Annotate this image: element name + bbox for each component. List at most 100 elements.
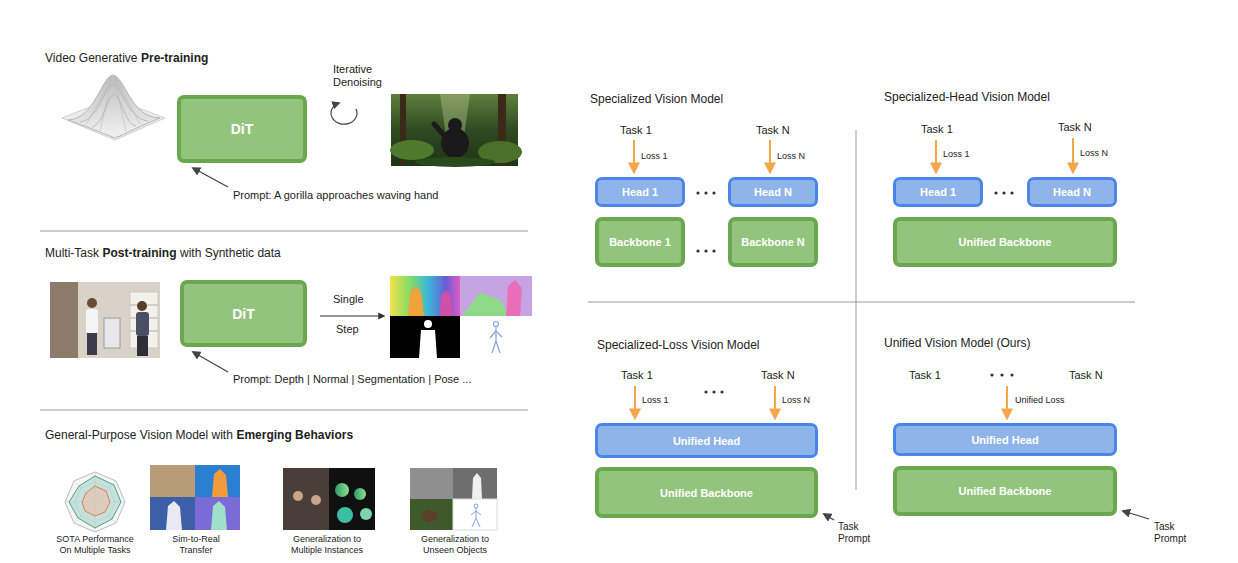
unseen-object-thumbnail-part: [422, 510, 438, 522]
ellipsis-dots-part: [1010, 191, 1013, 194]
sim-to-real-thumbnail-part: [211, 501, 227, 530]
gaussian-surface-part: [92, 94, 136, 127]
output-maps-part: [494, 322, 499, 327]
task-loss-arrow-part: [634, 386, 636, 418]
ellipsis-dots-part: [696, 249, 699, 252]
loss-label: Loss N: [777, 151, 805, 162]
task-loss-arrow-part: [633, 140, 635, 172]
sim-to-real-thumbnail-part: [166, 501, 182, 530]
prompt-text: Prompt: Depth | Normal | Segmentation | …: [233, 373, 471, 386]
task-label: Task 1: [621, 369, 653, 382]
box-label: Unified Head: [673, 435, 740, 447]
single-step-arrow-part: [320, 315, 384, 316]
task-label: Task 1: [909, 369, 941, 382]
loss-label: Loss N: [1080, 148, 1108, 159]
unseen-object-thumbnail-part: [476, 508, 477, 518]
ellipsis-dots-part: [720, 390, 723, 393]
box-label: Backbone 1: [609, 236, 671, 248]
output-maps-part: [506, 280, 522, 316]
output-maps-part: [460, 316, 532, 358]
output-maps-part: [440, 290, 452, 316]
unseen-object-thumbnail-part: [471, 511, 476, 515]
head-box: Head N: [728, 177, 818, 207]
section-heading-bold: Pre-training: [141, 51, 208, 65]
multi-instance-thumbnail-part: [311, 495, 321, 505]
task-loss-arrow-part: [769, 140, 771, 172]
radar-chart-thumbnail-part: [69, 476, 121, 528]
output-maps-part: [390, 276, 460, 316]
backbone-box: Unified Backbone: [595, 467, 818, 518]
sim-to-real-thumbnail: [150, 465, 240, 530]
unseen-object-thumbnail: [410, 468, 497, 530]
dit-model-box: DiT: [180, 280, 307, 347]
radar-chart-thumbnail-part: [65, 472, 125, 532]
multi-instance-thumbnail-part: [335, 483, 349, 497]
box-label: Backbone N: [741, 236, 805, 248]
loss-label: Loss 1: [642, 395, 669, 406]
output-maps-part: [490, 331, 496, 338]
backbone-box: Backbone 1: [595, 217, 685, 267]
multi-instance-thumbnail-part: [354, 488, 366, 500]
radar-chart-thumbnail: [65, 472, 125, 532]
gorilla-video-frame-part: [441, 128, 469, 158]
thumbnail-caption: SOTA Performance On Multiple Tasks: [53, 534, 137, 556]
gaussian-surface: [62, 75, 165, 140]
head-box: Head 1: [595, 177, 685, 207]
output-maps-part: [495, 327, 496, 341]
task-loss-arrow-part: [935, 140, 937, 172]
step-label: Single: [333, 293, 364, 306]
output-maps-part: [390, 316, 460, 358]
quadrant-title: Specialized Vision Model: [590, 92, 723, 106]
section-heading: Multi-Task: [45, 246, 99, 260]
box-label: Unified Backbone: [660, 487, 753, 499]
box-label: Head N: [754, 186, 792, 198]
output-maps-part: [419, 330, 437, 358]
unseen-object-thumbnail-part: [476, 518, 480, 527]
denoising-loop-arrow: [331, 103, 357, 124]
output-maps-part: [496, 331, 502, 337]
sim-to-real-thumbnail-part: [150, 497, 195, 530]
multi-instance-thumbnail-part: [283, 468, 329, 530]
thumbnail-caption: Generalization to Multiple Instances: [285, 534, 369, 556]
box-label: Head 1: [920, 186, 956, 198]
section-heading: Video Generative: [45, 51, 138, 65]
output-maps-part: [492, 341, 496, 353]
backbone-box: Unified Backbone: [893, 466, 1117, 516]
output-maps-part: [424, 320, 432, 328]
ellipsis-dots-part: [712, 249, 715, 252]
multi-instance-thumbnail-part: [329, 468, 375, 530]
head-box: Head N: [1027, 177, 1117, 207]
sim-to-real-thumbnail-part: [212, 469, 228, 497]
ellipsis-dots-part: [994, 191, 997, 194]
denoising-loop-arrow-part: [331, 103, 357, 124]
backbone-box: Unified Backbone: [893, 217, 1117, 267]
input-video-frame: [50, 282, 160, 358]
task-label: Task 1: [620, 124, 652, 137]
sim-to-real-thumbnail-part: [195, 465, 240, 497]
section-heading-bold: Emerging Behaviors: [236, 428, 353, 442]
output-maps-part: [408, 286, 424, 316]
section-heading: with Synthetic data: [180, 246, 281, 260]
gorilla-video-frame-part: [448, 118, 462, 132]
task-label: Task N: [756, 124, 790, 137]
thumbnail-caption: Generalization to Unseen Objects: [413, 534, 497, 556]
prompt-leader-arrow-part: [193, 168, 228, 187]
unseen-object-thumbnail-part: [472, 518, 476, 527]
ellipsis-dots-part: [696, 191, 699, 194]
ellipsis-dots-part: [704, 191, 707, 194]
task-loss-arrow-part: [774, 386, 776, 418]
loss-label: Loss 1: [641, 151, 668, 162]
single-step-arrow: [320, 316, 384, 317]
quadrant-title: Specialized-Loss Vision Model: [597, 338, 760, 352]
gaussian-surface-part: [86, 78, 140, 131]
input-video-frame-part: [50, 282, 78, 358]
prompt-label: Task Prompt: [1154, 521, 1196, 545]
sim-to-real-thumbnail-part: [150, 465, 195, 497]
ellipsis-dots-part: [990, 373, 993, 376]
ellipsis-dots-part: [704, 390, 707, 393]
output-maps-part: [462, 292, 510, 316]
gaussian-surface-part: [68, 75, 160, 138]
task-label: Task N: [1058, 121, 1092, 134]
output-maps: [390, 276, 532, 358]
box-label: Head 1: [622, 186, 658, 198]
